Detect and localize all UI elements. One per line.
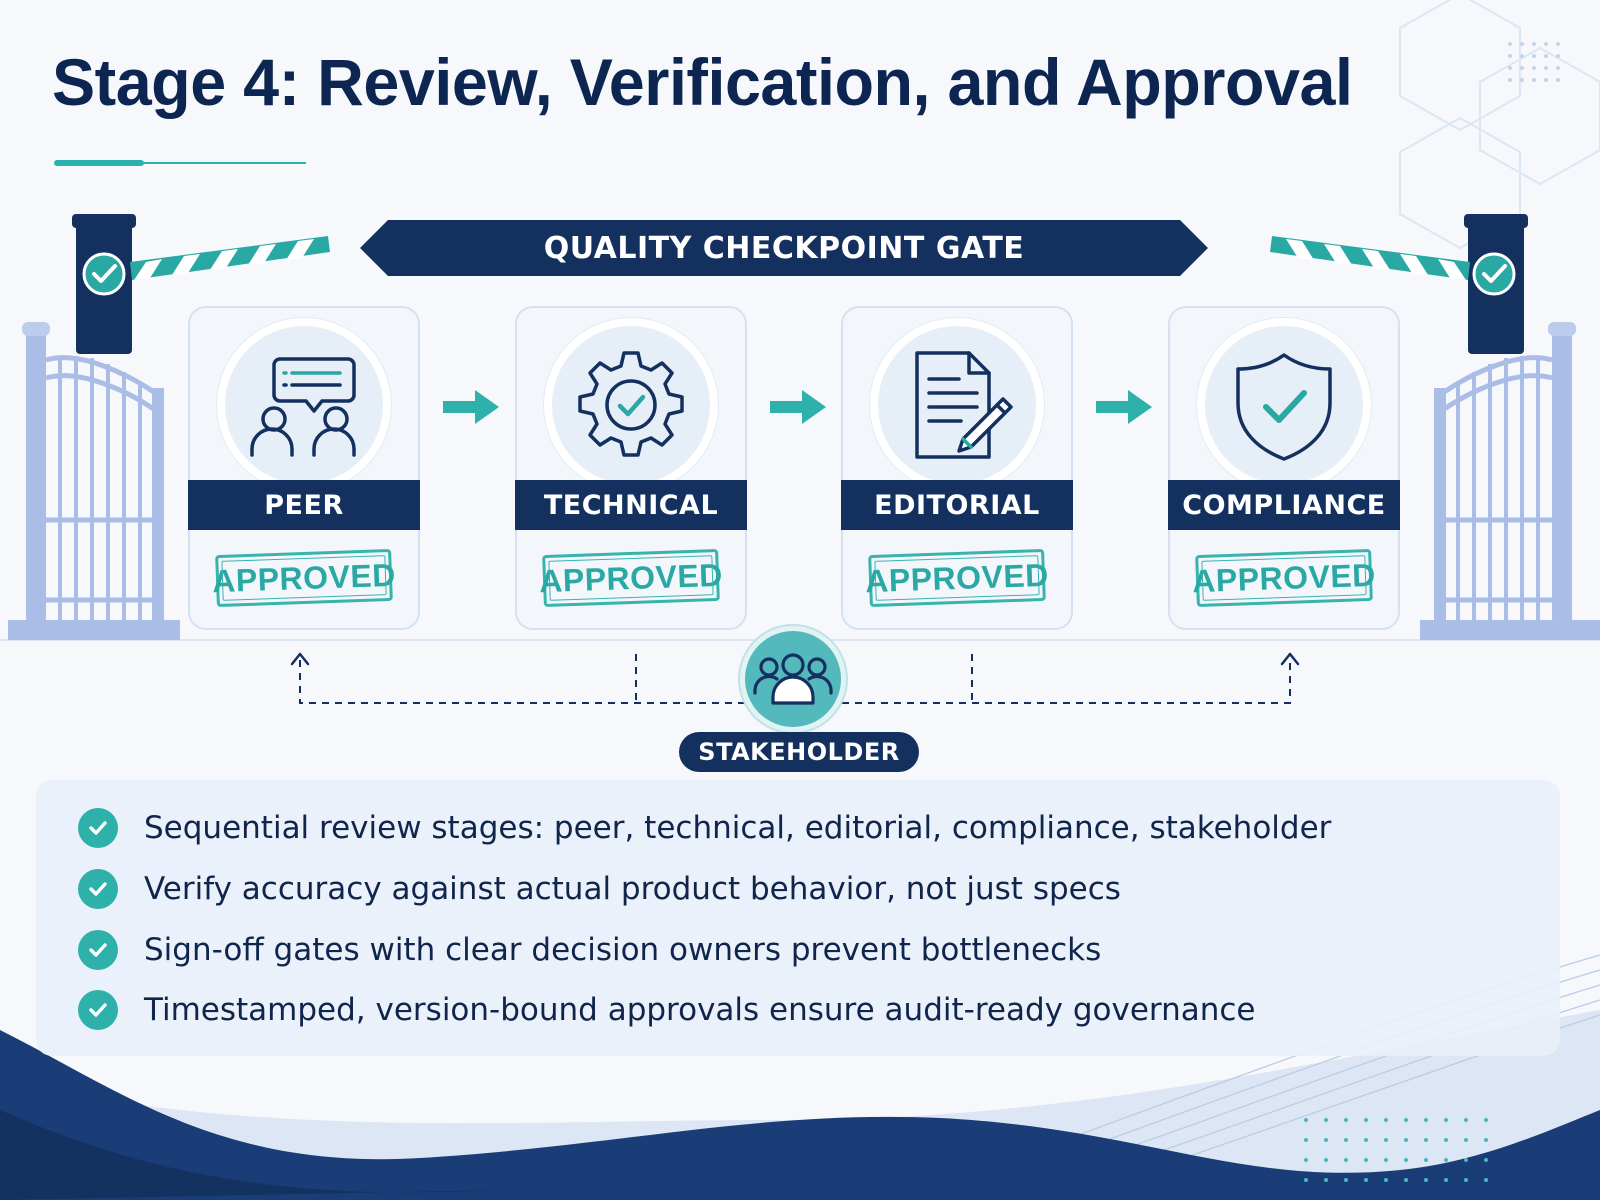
dot-grid-top (1508, 42, 1560, 82)
check-circle-icon (78, 930, 118, 970)
group-icon (740, 626, 846, 732)
approved-stamp: APPROVED (865, 548, 1049, 608)
stage-label: EDITORIAL (841, 480, 1073, 530)
feedback-arrowheads (290, 652, 1300, 666)
bullet-text: Verify accuracy against actual product b… (144, 871, 1121, 907)
stage-label: PEER (188, 480, 420, 530)
bullet-text: Timestamped, version-bound approvals ens… (144, 992, 1256, 1028)
stage-label: TECHNICAL (515, 480, 747, 530)
approved-stamp: APPROVED (1192, 548, 1376, 608)
left-gate-icon (8, 214, 330, 640)
stage-card-editorial: EDITORIAL APPROVED (841, 306, 1073, 630)
stage-card-technical: TECHNICAL APPROVED (515, 306, 747, 630)
shield-check-icon (1197, 318, 1371, 492)
arrow-right-icon (770, 390, 826, 424)
gear-check-icon (544, 318, 718, 492)
hexagon-pattern (1399, 0, 1600, 250)
approved-stamp: APPROVED (212, 548, 396, 608)
document-pen-icon (870, 318, 1044, 492)
right-gate-icon (1270, 214, 1600, 640)
check-circle-icon (78, 808, 118, 848)
stage-card-compliance: COMPLIANCE APPROVED (1168, 306, 1400, 630)
check-circle-icon (78, 869, 118, 909)
approved-stamp: APPROVED (539, 548, 723, 608)
stage-card-peer: PEER APPROVED (188, 306, 420, 630)
list-item: Timestamped, version-bound approvals ens… (78, 988, 1256, 1032)
discussion-icon (217, 318, 391, 492)
bullet-text: Sequential review stages: peer, technica… (144, 810, 1332, 846)
dot-grid-bottom (1304, 1118, 1488, 1182)
list-item: Sequential review stages: peer, technica… (78, 806, 1331, 850)
gate-banner: QUALITY CHECKPOINT GATE (360, 220, 1208, 276)
arrow-right-icon (443, 390, 499, 424)
list-item: Sign-off gates with clear decision owner… (78, 928, 1101, 972)
list-item: Verify accuracy against actual product b… (78, 867, 1121, 911)
bottom-wave-dark (0, 1030, 1600, 1200)
check-circle-icon (78, 990, 118, 1030)
title-underline (54, 160, 306, 166)
stage-label: COMPLIANCE (1168, 480, 1400, 530)
summary-panel (36, 780, 1560, 1056)
stakeholder-label: STAKEHOLDER (679, 732, 919, 772)
bullet-text: Sign-off gates with clear decision owner… (144, 932, 1102, 968)
page-title: Stage 4: Review, Verification, and Appro… (52, 45, 1353, 119)
arrow-right-icon (1096, 390, 1152, 424)
